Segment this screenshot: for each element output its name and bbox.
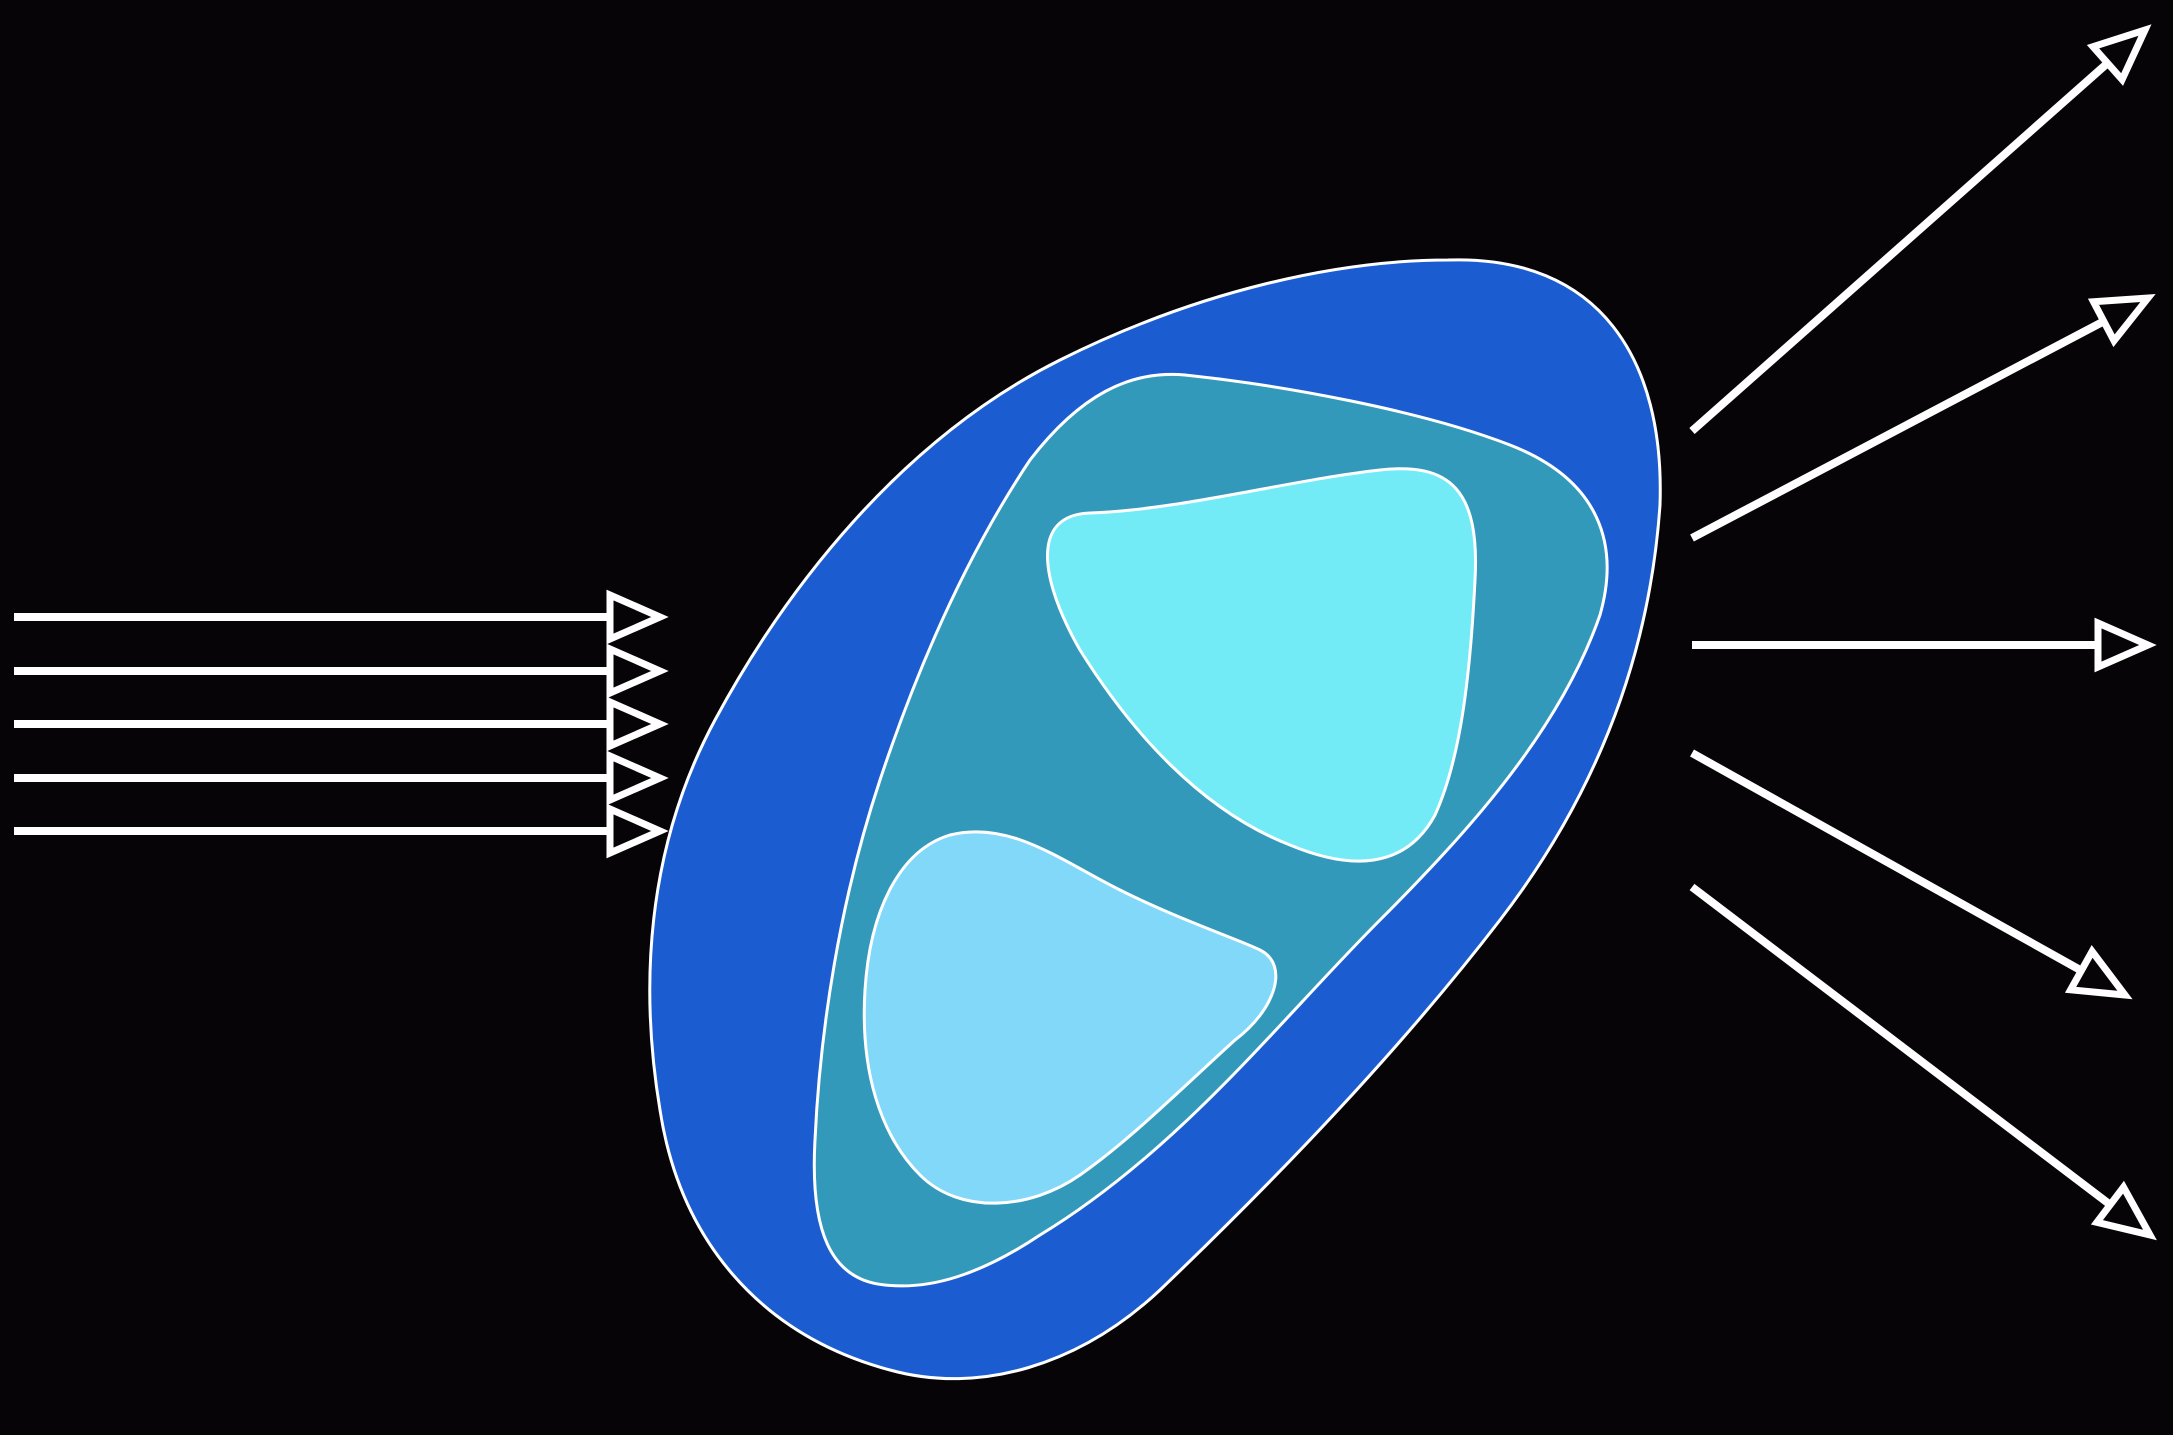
scattering-diagram — [0, 0, 2173, 1435]
